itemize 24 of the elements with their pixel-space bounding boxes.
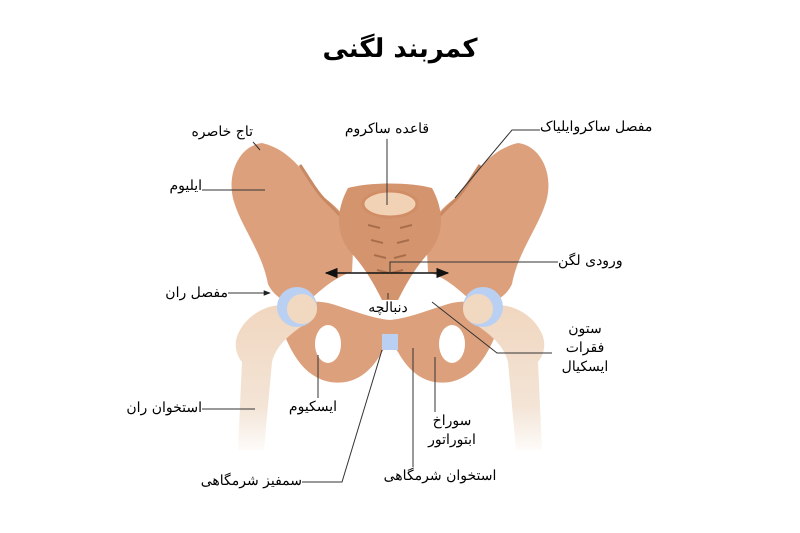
leader-line xyxy=(390,262,558,272)
part-label: تاج خاصره xyxy=(191,123,253,142)
part-label: قاعده ساکروم xyxy=(344,120,430,139)
leader-line xyxy=(252,141,260,150)
leader-line xyxy=(412,348,414,468)
leader-line xyxy=(302,350,382,482)
part-label: استخوان ران xyxy=(126,399,202,418)
leader-line xyxy=(434,356,436,412)
part-label: ایسکیوم xyxy=(288,398,338,417)
pubic-symphysis xyxy=(382,334,398,350)
title: کمربند لگنی xyxy=(322,32,478,66)
part-label: استخوان شرمگاهی xyxy=(384,467,496,486)
part-label: مفصل ران xyxy=(165,284,228,303)
leader-line xyxy=(386,138,388,206)
leader-line xyxy=(228,290,271,296)
part-label: ایلیوم xyxy=(169,177,202,196)
part-label: مفصل ساکروایلیاک xyxy=(540,118,652,137)
part-label: ستون فقرات ایسکیال xyxy=(552,320,618,377)
part-label: سمفیز شرمگاهی xyxy=(200,472,302,491)
leader-line xyxy=(454,130,540,198)
leader-line xyxy=(202,408,256,410)
part-label: ورودی لگن xyxy=(558,252,623,271)
part-label: سوراخ ابتوراتور xyxy=(412,412,492,450)
part-label: دنبالچه xyxy=(368,299,408,318)
